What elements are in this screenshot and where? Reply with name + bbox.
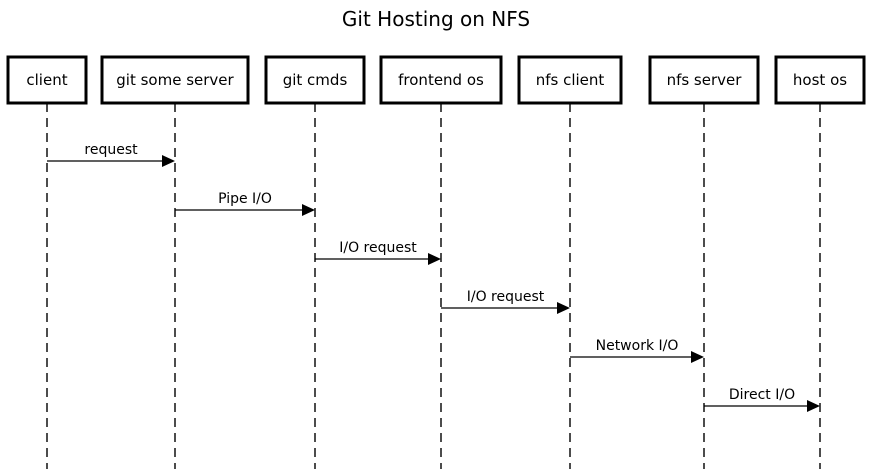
participant-label-host-os: host os — [793, 71, 847, 89]
message-label: I/O request — [467, 289, 545, 305]
participant-box-host-os — [774, 55, 866, 105]
participant-box-git-some-server — [100, 55, 250, 105]
participant-git-cmds: git cmds — [264, 55, 366, 105]
arrowhead-icon — [162, 155, 175, 167]
participant-git-some-server: git some server — [100, 55, 250, 105]
participant-box-frontend-os — [379, 55, 503, 105]
message-3: I/O request — [315, 240, 441, 265]
message-label: Pipe I/O — [218, 191, 272, 207]
message-1: request — [47, 142, 175, 167]
participant-box-git-cmds — [264, 55, 366, 105]
participant-boxes: client git some server git cmds frontend os… — [6, 55, 866, 105]
diagram-title: Git Hosting on NFS — [342, 7, 530, 31]
participant-client: client — [6, 55, 88, 105]
message-5: Network I/O — [570, 338, 704, 363]
participant-label-nfs-server: nfs server — [667, 71, 743, 89]
message-label: I/O request — [339, 240, 417, 256]
participant-label-git-some-server: git some server — [116, 71, 234, 89]
participant-nfs-client: nfs client — [517, 55, 623, 105]
arrowhead-icon — [428, 253, 441, 265]
message-label: request — [84, 142, 138, 158]
participant-frontend-os: frontend os — [379, 55, 503, 105]
arrowhead-icon — [807, 400, 820, 412]
arrowhead-icon — [557, 302, 570, 314]
arrowhead-icon — [302, 204, 315, 216]
participant-box-client — [6, 55, 88, 105]
message-6: Direct I/O — [704, 387, 820, 412]
message-2: Pipe I/O — [175, 191, 315, 216]
participant-label-client: client — [26, 71, 67, 89]
message-4: I/O request — [441, 289, 570, 314]
participant-label-nfs-client: nfs client — [536, 71, 605, 89]
lifelines — [46, 103, 821, 469]
message-label: Direct I/O — [729, 387, 795, 403]
participant-label-frontend-os: frontend os — [398, 71, 484, 89]
arrowhead-icon — [691, 351, 704, 363]
message-label: Network I/O — [596, 338, 679, 354]
participant-box-nfs-server — [648, 55, 760, 105]
participant-label-git-cmds: git cmds — [283, 71, 348, 89]
participant-box-nfs-client — [517, 55, 623, 105]
participant-nfs-server: nfs server — [648, 55, 760, 105]
participant-host-os: host os — [774, 55, 866, 105]
